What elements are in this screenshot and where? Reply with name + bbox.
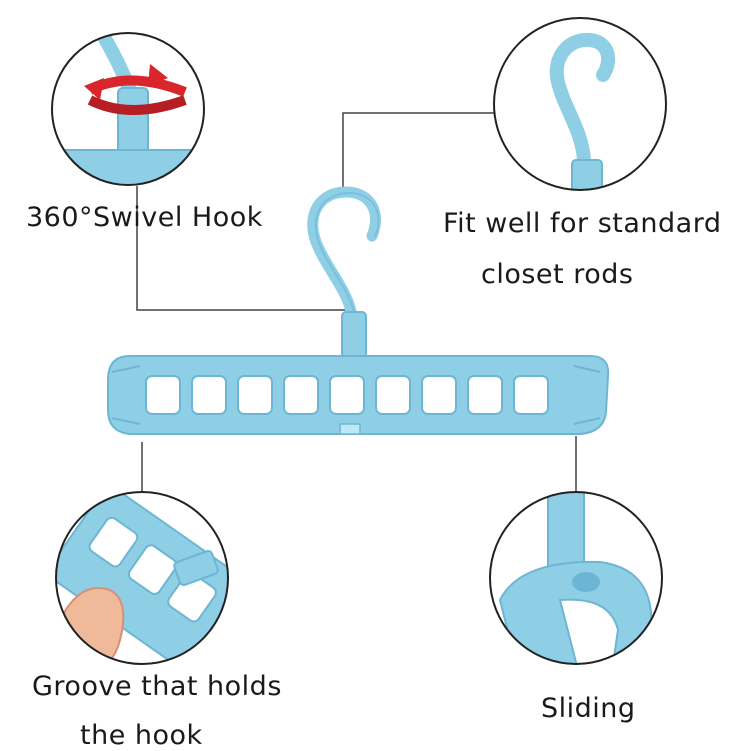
groove-circle: [55, 491, 229, 665]
sliding-label: Sliding: [541, 693, 636, 724]
groove-label-line1: Groove that holds: [32, 671, 282, 702]
swivel-hook-circle: [51, 32, 205, 186]
hanger: [107, 186, 610, 435]
sliding-circle: [489, 491, 663, 665]
hanger-slots: [145, 375, 549, 415]
connector-lines: [136, 112, 577, 492]
fit-rods-label-line2: closet rods: [481, 259, 634, 290]
swivel-hook-label: 360°Swivel Hook: [26, 202, 263, 233]
groove-label-line2: the hook: [80, 720, 203, 751]
swivel-arrow-icon: [84, 64, 187, 115]
closet-rod-hook-circle: [493, 17, 667, 191]
fit-rods-label-line1: Fit well for standard: [443, 208, 722, 239]
